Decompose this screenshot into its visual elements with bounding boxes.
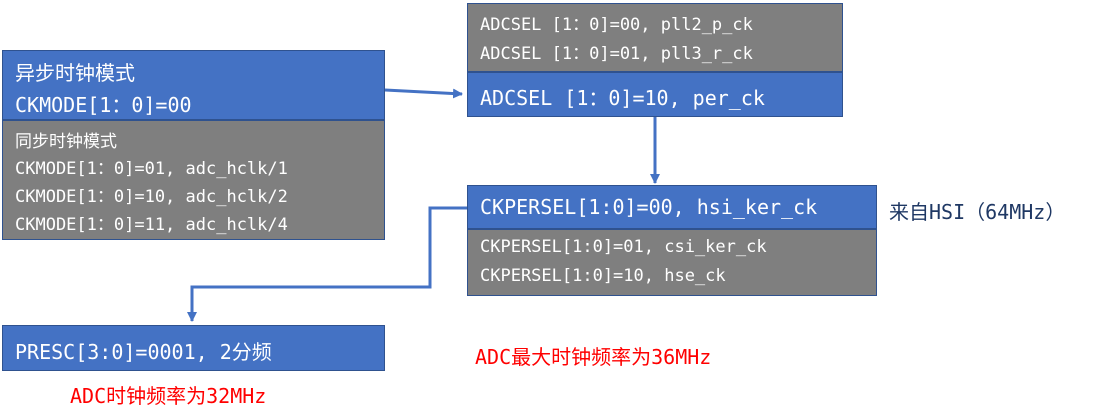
ckpersel-option: CKPERSEL[1:0]=01, csi_ker_ck: [480, 237, 767, 257]
hsi-source-note: 来自HSI（64MHz）: [889, 200, 1066, 224]
adc-max-freq-note: ADC最大时钟频率为36MHz: [475, 345, 712, 369]
async-mode-setting: CKMODE[1：0]=00: [15, 93, 192, 117]
sync-mode-title: 同步时钟模式: [15, 132, 117, 152]
adc-clock-freq-note: ADC时钟频率为32MHz: [70, 384, 267, 408]
presc-setting: PRESC[3:0]=0001, 2分频: [15, 340, 272, 364]
arrow-ckpersel-to-presc: [187, 206, 467, 322]
sync-mode-option: CKMODE[1：0]=01, adc_hclk/1: [15, 159, 288, 179]
sync-clock-mode-box: 同步时钟模式 CKMODE[1：0]=01, adc_hclk/1 CKMODE…: [2, 120, 385, 240]
async-clock-mode-box: 异步时钟模式 CKMODE[1：0]=00: [2, 50, 385, 120]
ckpersel-selected-box: CKPERSEL[1:0]=00, hsi_ker_ck: [467, 185, 877, 229]
ckpersel-options-box: CKPERSEL[1:0]=01, csi_ker_ck CKPERSEL[1:…: [467, 229, 877, 296]
sync-mode-option: CKMODE[1：0]=11, adc_hclk/4: [15, 215, 288, 235]
arrow-async-to-per-ck: [384, 88, 463, 99]
adcsel-option: ADCSEL [1：0]=00, pll2_p_ck: [480, 15, 753, 35]
presc-box: PRESC[3:0]=0001, 2分频: [2, 325, 385, 371]
adcsel-selected-box: ADCSEL [1：0]=10, per_ck: [467, 72, 843, 117]
sync-mode-option: CKMODE[1：0]=10, adc_hclk/2: [15, 187, 288, 207]
ckpersel-option: CKPERSEL[1:0]=10, hse_ck: [480, 266, 726, 286]
adcsel-options-box: ADCSEL [1：0]=00, pll2_p_ck ADCSEL [1：0]=…: [467, 3, 843, 72]
ckpersel-selected: CKPERSEL[1:0]=00, hsi_ker_ck: [480, 195, 818, 219]
async-mode-title: 异步时钟模式: [15, 61, 135, 85]
adcsel-option: ADCSEL [1：0]=01, pll3_r_ck: [480, 44, 753, 64]
adcsel-selected: ADCSEL [1：0]=10, per_ck: [480, 86, 765, 110]
